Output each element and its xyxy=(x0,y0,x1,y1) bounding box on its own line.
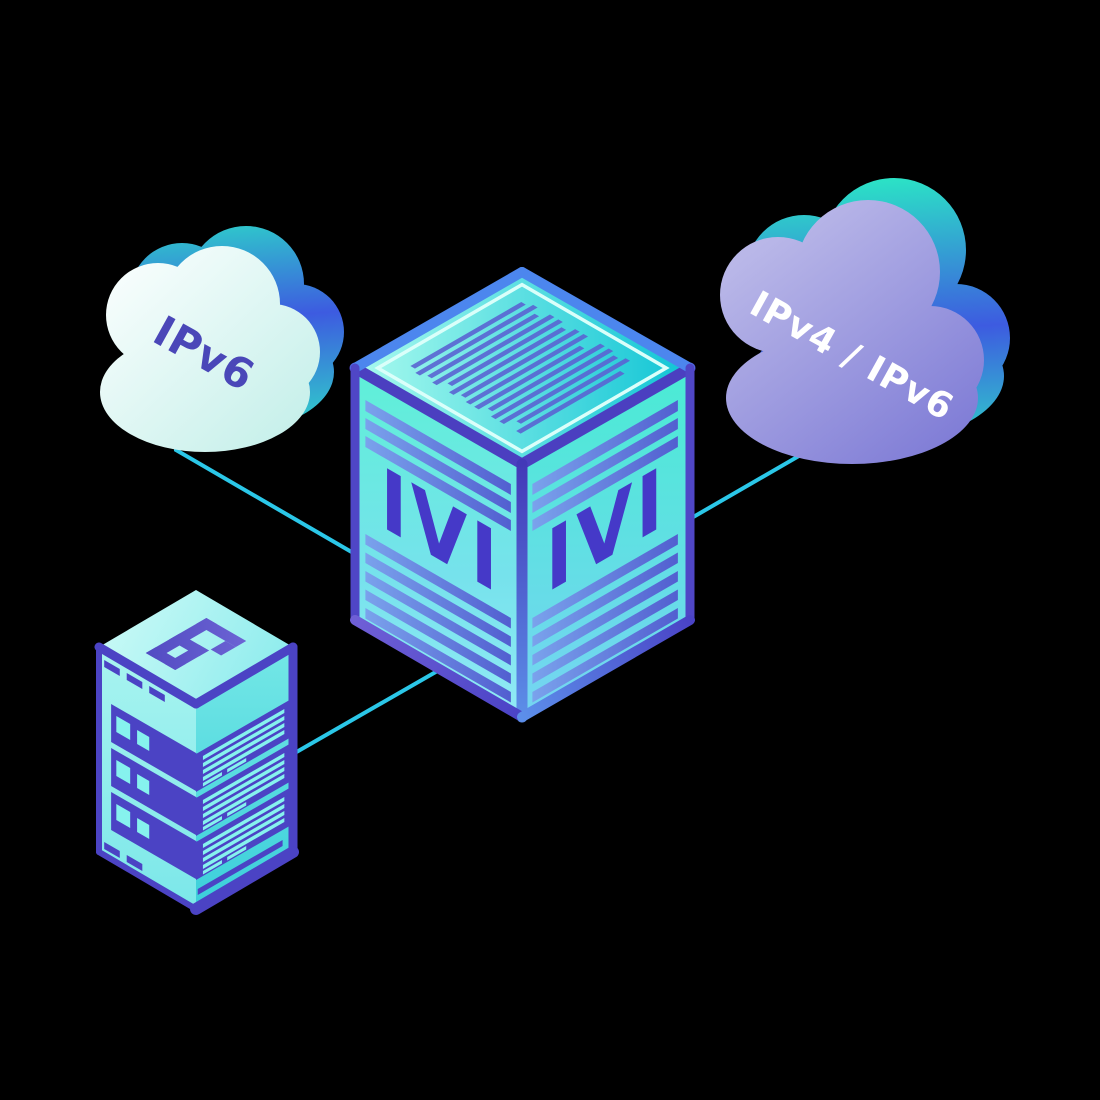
decorative-stripe xyxy=(116,804,131,828)
decorative-stripe xyxy=(365,534,511,629)
decorative-stripe xyxy=(202,860,222,875)
decorative-stripe xyxy=(202,816,222,831)
decorative-stripe xyxy=(202,730,285,781)
decorative-stripe xyxy=(149,686,165,702)
decorative-stripe xyxy=(227,802,247,817)
decorative-stripe xyxy=(432,314,555,386)
decorative-stripe xyxy=(227,758,247,773)
decorative-stripe xyxy=(532,436,678,531)
decorative-stripe xyxy=(116,716,131,740)
decorative-stripe xyxy=(460,329,580,398)
decorative-stripe xyxy=(532,552,678,647)
decorative-stripe xyxy=(196,618,247,647)
decorative-stripe xyxy=(202,767,285,818)
decorative-stripe xyxy=(202,774,285,825)
decorative-stripe xyxy=(126,673,143,689)
decorative-stripe xyxy=(415,304,538,376)
decorative-stripe xyxy=(365,589,511,684)
decorative-stripe xyxy=(447,319,563,387)
decorative-stripe xyxy=(487,343,605,412)
server-left-panels xyxy=(104,660,197,880)
decorative-stripe xyxy=(532,571,678,666)
decorative-stripe xyxy=(365,400,511,495)
ipv6-cloud: IPv6 xyxy=(100,226,344,452)
ivi-edges xyxy=(349,267,696,723)
decorative-stripe xyxy=(365,418,511,513)
decorative-stripe xyxy=(210,641,236,656)
decorative-stripe xyxy=(197,840,283,895)
server-right-panels xyxy=(196,699,292,895)
server-label-glyph xyxy=(145,618,247,670)
decorative-stripe xyxy=(202,772,222,787)
ivi-top-stripes-clip xyxy=(410,302,631,434)
decorative-stripe xyxy=(137,818,150,839)
decorative-stripe xyxy=(427,313,540,379)
ivi-left-content-clip: IVI xyxy=(365,400,511,703)
server-top-label-plane: 6 xyxy=(145,618,247,670)
decorative-stripe xyxy=(104,660,120,676)
dual-stack-cloud: IPv4 / IPv6 xyxy=(720,178,1010,464)
decorative-stripe xyxy=(465,333,589,405)
ivi-box: IVI IVI xyxy=(349,267,696,723)
decorative-stripe xyxy=(448,327,567,395)
decorative-stripe xyxy=(365,436,511,531)
ivi-top-inner-outline xyxy=(374,282,670,454)
decorative-stripe xyxy=(202,723,285,774)
decorative-stripe xyxy=(202,811,285,862)
decorative-stripe xyxy=(116,760,131,784)
decorative-stripe xyxy=(532,534,678,629)
decorative-stripe xyxy=(202,760,285,811)
decorative-stripe xyxy=(137,774,150,795)
decorative-stripe xyxy=(202,797,285,848)
decorative-stripe xyxy=(202,804,285,855)
decorative-stripe xyxy=(227,846,247,861)
decorative-stripe xyxy=(365,571,511,666)
decorative-stripe xyxy=(516,358,631,424)
server-edges xyxy=(94,642,299,915)
ipv6-server: 6 xyxy=(94,590,299,915)
decorative-stripe xyxy=(111,748,197,836)
decorative-stripe xyxy=(490,348,614,420)
decorative-stripe xyxy=(532,400,678,495)
decorative-stripe xyxy=(532,589,678,684)
decorative-stripe xyxy=(365,552,511,647)
decorative-stripe xyxy=(410,302,526,369)
decorative-stripe xyxy=(111,792,197,880)
decorative-stripe xyxy=(126,855,143,871)
decorative-stripe xyxy=(202,753,285,804)
decorative-stripe xyxy=(474,345,585,410)
decorative-stripe xyxy=(202,709,285,760)
decorative-stripe xyxy=(532,418,678,513)
decorative-stripe xyxy=(516,371,625,434)
decorative-stripe xyxy=(202,716,285,767)
decorative-stripe xyxy=(111,704,197,792)
decorative-stripe xyxy=(104,842,120,858)
decorative-stripe xyxy=(164,644,209,670)
decorative-stripe xyxy=(202,818,285,869)
decorative-stripe xyxy=(499,355,619,424)
decorative-stripe xyxy=(532,608,678,703)
decorative-stripe xyxy=(365,608,511,703)
